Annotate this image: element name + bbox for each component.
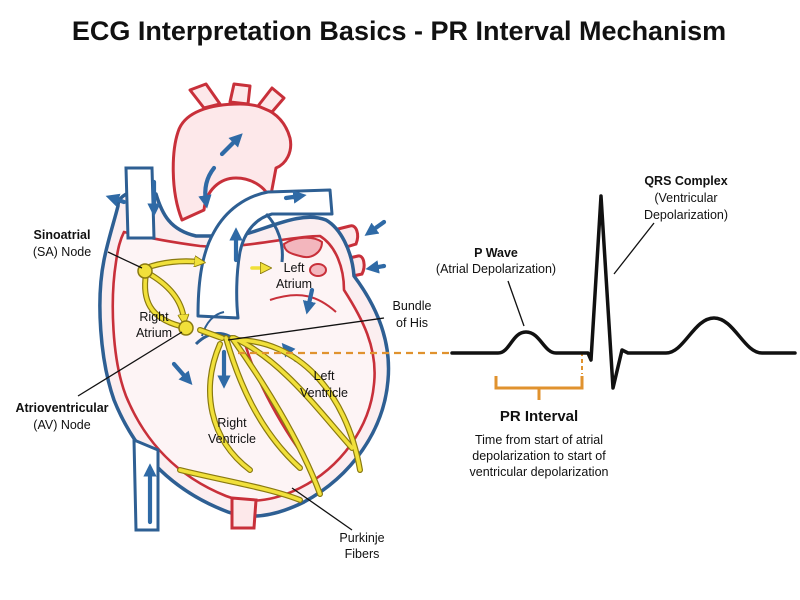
- label-qrs-complex: QRS Complex: [644, 174, 727, 188]
- leader-lines: [77, 251, 385, 531]
- sa-node: [137, 263, 153, 279]
- pr-interval-bracket: [494, 376, 584, 400]
- ecg-waveform: [450, 194, 797, 390]
- aorta: [171, 82, 293, 222]
- label-sa-node-sub: (SA) Node: [33, 245, 91, 259]
- pr-description-2: depolarization to start of: [472, 449, 606, 463]
- label-pr-interval: PR Interval: [500, 408, 578, 425]
- ecg-panel: P Wave (Atrial Depolarization) QRS Compl…: [238, 174, 797, 479]
- label-p-wave-desc: (Atrial Depolarization): [436, 262, 556, 276]
- label-left-atrium: Left: [284, 261, 305, 275]
- inferior-vena-cava: [132, 437, 160, 532]
- pr-description-1: Time from start of atrial: [475, 433, 603, 447]
- heart-illustration: [77, 82, 391, 532]
- label-left-ventricle-2: Ventricle: [300, 386, 348, 400]
- blood-flow-arrows: [105, 133, 387, 525]
- label-sa-node-title: Sinoatrial: [34, 228, 91, 242]
- label-bundle-of-his: Bundle: [393, 299, 432, 313]
- label-av-node-sub: (AV) Node: [33, 418, 90, 432]
- heart-labels: Sinoatrial (SA) Node Right Atrium Atriov…: [15, 228, 431, 561]
- label-bundle-of-his-2: of His: [396, 316, 428, 330]
- qrs-pointer: [613, 222, 655, 275]
- p-wave-pointer: [507, 280, 525, 327]
- label-av-node-title: Atrioventricular: [15, 401, 108, 415]
- pr-description-3: ventricular depolarization: [470, 465, 609, 479]
- left-atrium-detail: [282, 236, 327, 277]
- label-right-atrium: Right: [139, 310, 169, 324]
- av-node: [178, 320, 194, 336]
- label-purkinje-fibers-2: Fibers: [345, 547, 380, 561]
- label-right-ventricle: Right: [217, 416, 247, 430]
- label-p-wave: P Wave: [474, 246, 518, 260]
- page-title: ECG Interpretation Basics - PR Interval …: [72, 16, 726, 46]
- label-left-atrium-2: Atrium: [276, 277, 312, 291]
- label-right-atrium-2: Atrium: [136, 326, 172, 340]
- label-qrs-desc-1: (Ventricular: [654, 191, 717, 205]
- label-purkinje-fibers: Purkinje: [339, 531, 384, 545]
- label-qrs-desc-2: Depolarization): [644, 208, 728, 222]
- descending-aorta: [230, 496, 258, 530]
- label-left-ventricle: Left: [314, 369, 335, 383]
- superior-vena-cava: [124, 166, 156, 240]
- label-right-ventricle-2: Ventricle: [208, 432, 256, 446]
